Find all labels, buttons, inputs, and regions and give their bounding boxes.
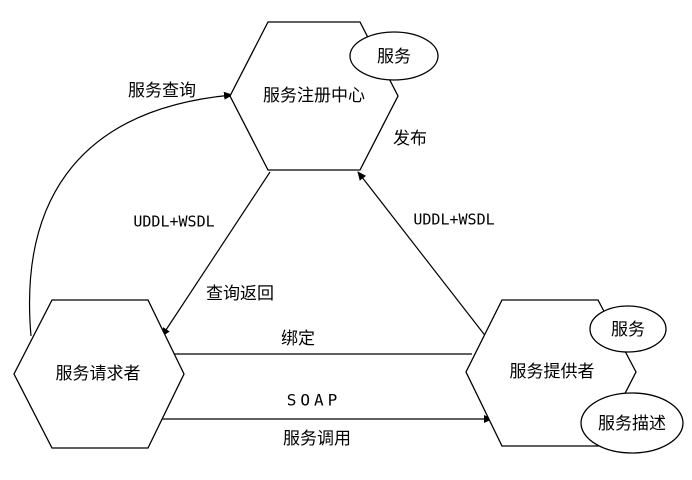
provider-description-label: 服务描述 (598, 414, 666, 434)
publish-line (357, 171, 488, 339)
requester-label: 服务请求者 (56, 364, 141, 384)
provider-service-ellipse (589, 305, 667, 353)
provider-label: 服务提供者 (510, 362, 595, 382)
uddl-wsdl-left-label: UDDL+WSDL (133, 213, 214, 231)
service-query-arc (28, 91, 233, 337)
service-query-label: 服务查询 (128, 81, 196, 101)
registry-label: 服务注册中心 (263, 86, 365, 106)
publish-label: 发布 (393, 129, 427, 149)
requester-node: 服务请求者 (13, 299, 185, 449)
bind-label: 绑定 (281, 329, 315, 349)
provider-service-label: 服务 (611, 320, 645, 340)
provider-description-node: 服务描述 (580, 392, 684, 454)
service-invoke-label: 服务调用 (283, 429, 351, 449)
registry-service-node: 服务 (349, 31, 439, 81)
soap-label: SOAP (287, 391, 342, 410)
query-return-line (161, 171, 271, 337)
uddl-wsdl-right-label: UDDL+WSDL (413, 211, 494, 229)
provider-service-node: 服务 (589, 305, 667, 353)
registry-service-label: 服务 (377, 47, 411, 67)
registry-service-ellipse (349, 31, 439, 81)
provider-description-ellipse (580, 392, 684, 454)
query-return-label: 查询返回 (206, 284, 274, 304)
requester-hexagon (13, 299, 185, 449)
